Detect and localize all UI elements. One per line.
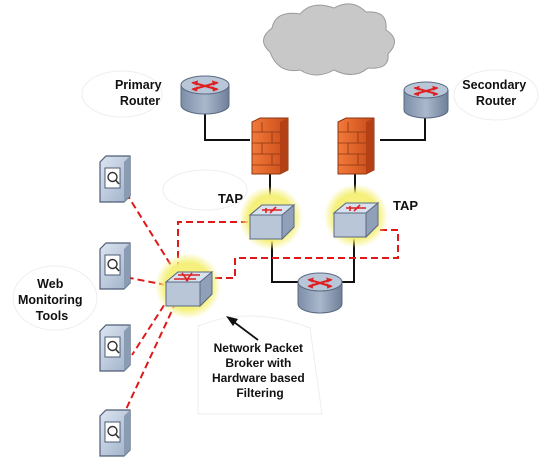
firewall-left-icon: [251, 117, 289, 175]
tap-left-switch-icon: [248, 203, 296, 241]
firewall-right-icon: [337, 117, 375, 175]
secondary-router-label-bubble: [453, 69, 539, 121]
link-secondary-router-fw2: [380, 110, 426, 141]
web-monitoring-tools-label: Web Monitoring Tools: [18, 277, 86, 323]
link-primary-router-fw1: [204, 105, 250, 141]
web-tools-label-line3: Tools: [36, 309, 68, 323]
primary-router-label-bubble: [81, 70, 163, 118]
tap-left-label: TAP: [218, 191, 243, 206]
web-tools-bubble: [12, 265, 98, 331]
npb-switch-icon: [164, 270, 214, 308]
link-tap-left-core-router: [271, 238, 300, 283]
npb-callout-arrow-icon: [226, 316, 259, 341]
dashed-tap-left-to-npb: [177, 221, 248, 268]
primary-router-label: Primary Router: [115, 78, 165, 108]
secondary-router-label-line2: Router: [476, 94, 516, 108]
secondary-router-label: Secondary Router: [462, 78, 529, 108]
npb-label-line3: Hardware based: [212, 371, 305, 385]
npb-label-line2: Broker with: [225, 356, 291, 370]
monitor-tool-1-icon: [99, 155, 131, 203]
tap-right-switch-icon: [332, 201, 380, 239]
cloud-icon: [263, 3, 395, 76]
npb-label-line1: Network Packet: [214, 341, 303, 355]
secondary-router-icon: [403, 81, 449, 119]
tap-right-label: TAP: [393, 198, 418, 213]
web-tools-label-line2: Monitoring: [18, 293, 83, 307]
tap-left-bubble: [162, 169, 248, 211]
primary-router-label-line1: Primary: [115, 78, 162, 92]
npb-label-line4: Filtering: [236, 386, 283, 400]
dashed-tap-right-to-npb: [214, 229, 399, 279]
secondary-router-label-line1: Secondary: [462, 78, 526, 92]
monitor-tool-2-icon: [99, 242, 131, 290]
npb-callout-bubble: [197, 315, 323, 415]
primary-router-label-line2: Router: [120, 94, 160, 108]
monitor-tool-3-icon: [99, 324, 131, 372]
web-tools-label-line1: Web: [37, 277, 64, 291]
link-tap-right-core-router: [340, 238, 355, 283]
primary-router-icon: [180, 75, 230, 115]
monitor-tool-4-icon: [99, 409, 131, 457]
core-router-icon: [297, 272, 343, 314]
npb-description-label: Network Packet Broker with Hardware base…: [212, 341, 308, 400]
